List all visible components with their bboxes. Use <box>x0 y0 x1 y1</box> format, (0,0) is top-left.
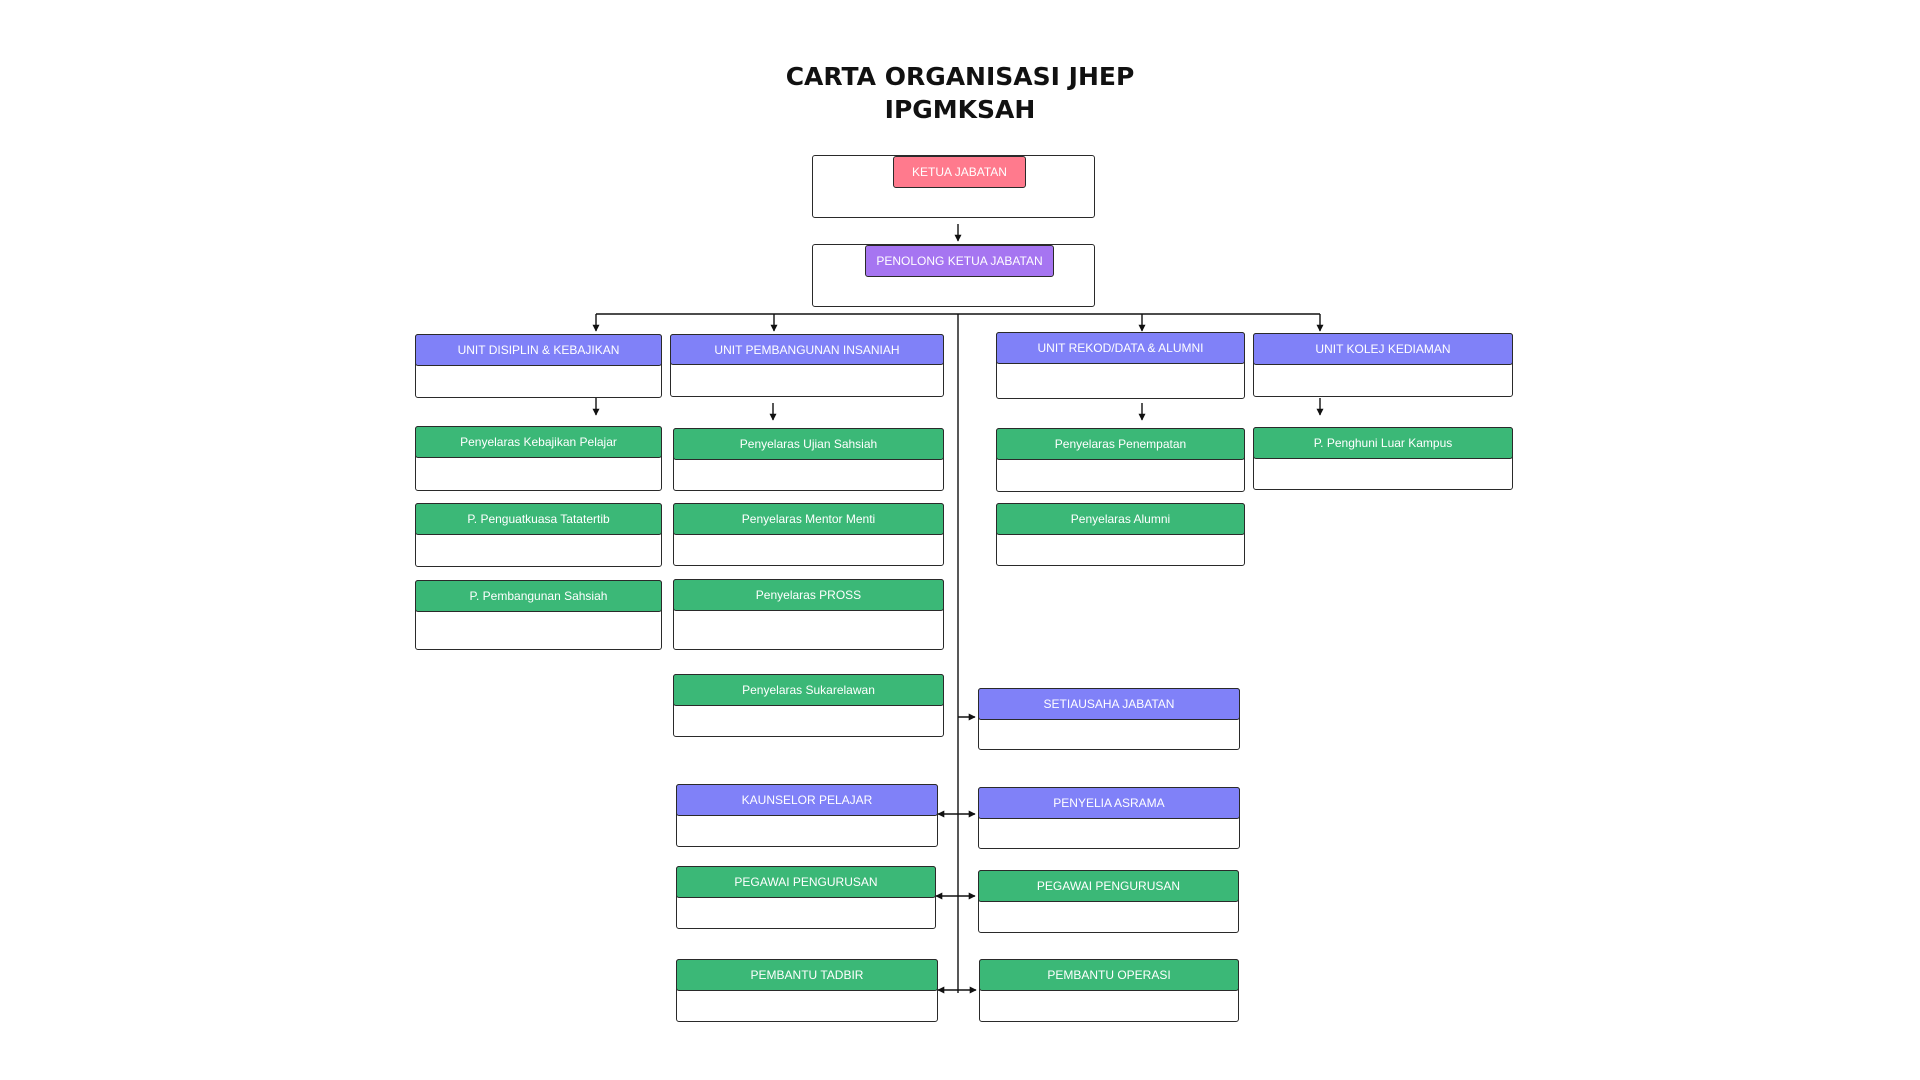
node-pegawai-pengurusan-kanan: PEGAWAI PENGURUSAN <box>978 870 1239 933</box>
node-pegawai-pengurusan-kanan-header: PEGAWAI PENGURUSAN <box>978 870 1239 902</box>
node-sukarelawan: Penyelaras Sukarelawan <box>673 674 944 737</box>
node-unit-disiplin: UNIT DISIPLIN & KEBAJIKAN <box>415 334 662 398</box>
node-pembangunan-sahsiah: P. Pembangunan Sahsiah <box>415 580 662 650</box>
chart-title-line-2: IPGMKSAH <box>884 95 1036 124</box>
node-penguatkuasa-tatatertib-header: P. Penguatkuasa Tatatertib <box>415 503 662 535</box>
node-penghuni-luar-kampus: P. Penghuni Luar Kampus <box>1253 427 1513 490</box>
node-penempatan: Penyelaras Penempatan <box>996 428 1245 492</box>
node-unit-pembangunan: UNIT PEMBANGUNAN INSANIAH <box>670 334 944 397</box>
node-ujian-sahsiah: Penyelaras Ujian Sahsiah <box>673 428 944 491</box>
node-unit-rekod: UNIT REKOD/DATA & ALUMNI <box>996 332 1245 399</box>
node-unit-kolej: UNIT KOLEJ KEDIAMAN <box>1253 333 1513 397</box>
node-kaunselor-pelajar: KAUNSELOR PELAJAR <box>676 784 938 847</box>
node-penguatkuasa-tatatertib: P. Penguatkuasa Tatatertib <box>415 503 662 567</box>
node-unit-rekod-header: UNIT REKOD/DATA & ALUMNI <box>996 332 1245 364</box>
node-pembangunan-sahsiah-header: P. Pembangunan Sahsiah <box>415 580 662 612</box>
node-pembantu-operasi: PEMBANTU OPERASI <box>979 959 1239 1022</box>
node-pross-header: Penyelaras PROSS <box>673 579 944 611</box>
node-penyelia-asrama-header: PENYELIA ASRAMA <box>978 787 1240 819</box>
node-ketua-jabatan: KETUA JABATAN <box>812 155 1095 218</box>
node-unit-pembangunan-header: UNIT PEMBANGUNAN INSANIAH <box>670 334 944 365</box>
node-setiausaha-jabatan: SETIAUSAHA JABATAN <box>978 688 1240 750</box>
node-ujian-sahsiah-header: Penyelaras Ujian Sahsiah <box>673 428 944 460</box>
node-pross: Penyelaras PROSS <box>673 579 944 650</box>
node-penolong-ketua-jabatan: PENOLONG KETUA JABATAN <box>812 244 1095 307</box>
node-penyelia-asrama: PENYELIA ASRAMA <box>978 787 1240 849</box>
node-penolong-ketua-jabatan-header: PENOLONG KETUA JABATAN <box>865 245 1054 277</box>
node-unit-kolej-header: UNIT KOLEJ KEDIAMAN <box>1253 333 1513 365</box>
node-pembantu-tadbir-header: PEMBANTU TADBIR <box>676 959 938 991</box>
node-alumni: Penyelaras Alumni <box>996 503 1245 566</box>
node-unit-disiplin-header: UNIT DISIPLIN & KEBAJIKAN <box>415 334 662 366</box>
node-pembantu-operasi-header: PEMBANTU OPERASI <box>979 959 1239 991</box>
node-pembantu-tadbir: PEMBANTU TADBIR <box>676 959 938 1022</box>
node-mentor-menti-header: Penyelaras Mentor Menti <box>673 503 944 535</box>
node-penempatan-header: Penyelaras Penempatan <box>996 428 1245 460</box>
chart-title-line-1: CARTA ORGANISASI JHEP <box>785 62 1135 91</box>
node-pegawai-pengurusan-kiri: PEGAWAI PENGURUSAN <box>676 866 936 929</box>
chart-title: CARTA ORGANISASI JHEP IPGMKSAH <box>0 60 1920 126</box>
node-sukarelawan-header: Penyelaras Sukarelawan <box>673 674 944 706</box>
node-kaunselor-pelajar-header: KAUNSELOR PELAJAR <box>676 784 938 816</box>
node-ketua-jabatan-header: KETUA JABATAN <box>893 156 1026 188</box>
node-setiausaha-jabatan-header: SETIAUSAHA JABATAN <box>978 688 1240 720</box>
node-pegawai-pengurusan-kiri-header: PEGAWAI PENGURUSAN <box>676 866 936 898</box>
node-kebajikan-pelajar: Penyelaras Kebajikan Pelajar <box>415 426 662 491</box>
node-penghuni-luar-kampus-header: P. Penghuni Luar Kampus <box>1253 427 1513 459</box>
node-kebajikan-pelajar-header: Penyelaras Kebajikan Pelajar <box>415 426 662 458</box>
node-mentor-menti: Penyelaras Mentor Menti <box>673 503 944 566</box>
node-alumni-header: Penyelaras Alumni <box>996 503 1245 535</box>
